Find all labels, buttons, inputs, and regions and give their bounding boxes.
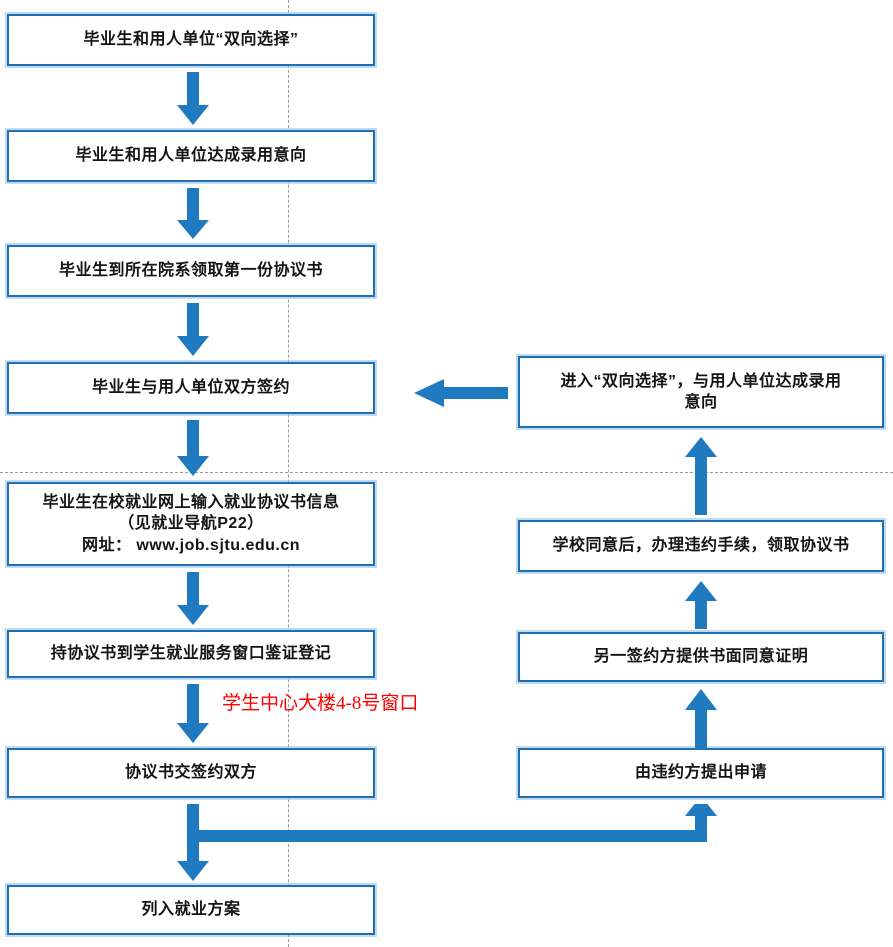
process-box-school-approves-breach[interactable]: 学校同意后，办理违约手续，领取协议书 (518, 520, 884, 572)
arrow-down-l1-l2 (176, 72, 210, 126)
arrow-down-l5-l6 (176, 572, 210, 626)
arrow-up-r3-to-r2 (684, 580, 718, 630)
process-box-collect-first-agreement[interactable]: 毕业生到所在院系领取第一份协议书 (7, 245, 375, 297)
process-box-sign-contract[interactable]: 毕业生与用人单位双方签约 (7, 362, 375, 414)
box-line: 毕业生与用人单位双方签约 (91, 379, 290, 397)
arrow-down-l2-l3 (176, 188, 210, 240)
box-line: 毕业生到所在院系领取第一份协议书 (58, 262, 323, 280)
vertical-guide-line (288, 0, 289, 947)
box-line: 持协议书到学生就业服务窗口鉴证登记 (50, 645, 332, 663)
arrow-left-r1-to-l4 (413, 378, 509, 408)
box-line: 协议书交签约双方 (124, 764, 257, 782)
process-box-enter-agreement-info-online[interactable]: 毕业生在校就业网上输入就业协议书信息 （见就业导航P22） 网址： www.jo… (7, 482, 375, 566)
arrow-down-l3-l4 (176, 303, 210, 357)
arrow-down-l6-l7 (176, 684, 210, 744)
box-line: 毕业生和用人单位“双向选择” (83, 31, 299, 49)
box-line: 由违约方提出申请 (634, 764, 767, 782)
box-line: 网址： www.job.sjtu.edu.cn (81, 536, 301, 554)
box-line: 学校同意后，办理违约手续，领取协议书 (552, 537, 850, 555)
box-line: 意向 (684, 394, 718, 411)
process-box-deliver-agreement-to-parties[interactable]: 协议书交签约双方 (7, 748, 375, 798)
process-box-include-in-employment-plan[interactable]: 列入就业方案 (7, 885, 375, 935)
arrow-elbow-l7-to-r4-and-l8 (176, 804, 736, 882)
process-box-verify-at-service-window[interactable]: 持协议书到学生就业服务窗口鉴证登记 (7, 630, 375, 678)
box-line: （见就业导航P22） (118, 515, 264, 533)
box-line: 毕业生在校就业网上输入就业协议书信息 (42, 494, 340, 512)
box-line: 进入“双向选择”，与用人单位达成录用 (560, 372, 842, 390)
box-line: 列入就业方案 (141, 901, 241, 919)
horizontal-guide-line (0, 472, 893, 473)
arrow-down-l4-l5 (176, 420, 210, 477)
process-box-other-party-written-consent[interactable]: 另一签约方提供书面同意证明 (518, 632, 884, 682)
arrow-up-r2-to-r1 (684, 436, 718, 516)
box-line: 毕业生和用人单位达成录用意向 (75, 147, 307, 165)
arrow-up-r4-to-r3 (684, 688, 718, 750)
annotation-service-window-location: 学生中心大楼4-8号窗口 (222, 693, 419, 714)
process-box-reach-hiring-intention[interactable]: 毕业生和用人单位达成录用意向 (7, 130, 375, 182)
process-box-breaching-party-applies[interactable]: 由违约方提出申请 (518, 748, 884, 798)
process-box-reenter-two-way-selection[interactable]: 进入“双向选择”，与用人单位达成录用 意向 (518, 356, 884, 428)
process-box-graduate-two-way-selection[interactable]: 毕业生和用人单位“双向选择” (7, 14, 375, 66)
box-line: 另一签约方提供书面同意证明 (593, 648, 809, 666)
